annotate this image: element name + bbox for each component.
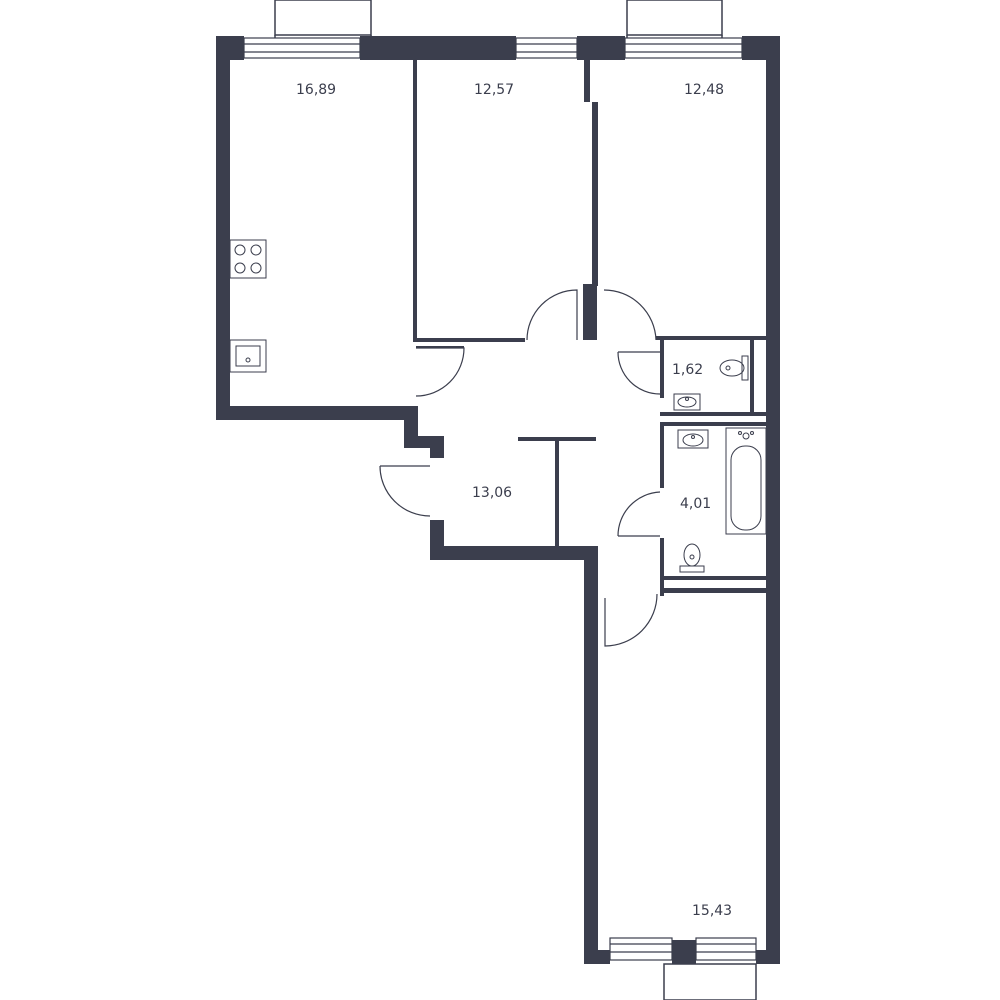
- door-kitchen: [415, 347, 465, 397]
- washbasin-icon: [677, 429, 709, 449]
- kitchen-sink-icon: [229, 339, 267, 373]
- exterior-walls: [216, 36, 780, 964]
- area-label-bedroom-right: 12,48: [684, 82, 724, 98]
- bathtub-icon: [725, 427, 767, 535]
- door-bedroom-bottom: [604, 593, 658, 647]
- balcony-top-left: [274, 0, 372, 42]
- toilet-icon: [719, 355, 749, 381]
- area-label-bedroom-middle: 12,57: [474, 82, 514, 98]
- door-toilet: [617, 351, 661, 395]
- area-label-bathroom: 4,01: [680, 496, 711, 512]
- balcony-top-right: [626, 0, 723, 42]
- area-label-hall: 13,06: [472, 485, 512, 501]
- area-label-kitchen-living: 16,89: [296, 82, 336, 98]
- door-entrance: [379, 465, 431, 517]
- door-bathroom: [617, 491, 661, 537]
- area-label-toilet: 1,62: [672, 362, 703, 378]
- doors: [379, 289, 661, 647]
- windows: [243, 37, 757, 961]
- bath-toilet-icon: [679, 543, 705, 573]
- balcony-bottom: [663, 963, 757, 1000]
- washbasin-small-icon: [673, 393, 701, 411]
- interior-walls: [413, 60, 766, 596]
- door-bedroom-middle: [526, 289, 578, 341]
- stove-icon: [229, 239, 267, 279]
- door-bedroom-right: [603, 289, 657, 341]
- area-label-bedroom-bottom: 15,43: [692, 903, 732, 919]
